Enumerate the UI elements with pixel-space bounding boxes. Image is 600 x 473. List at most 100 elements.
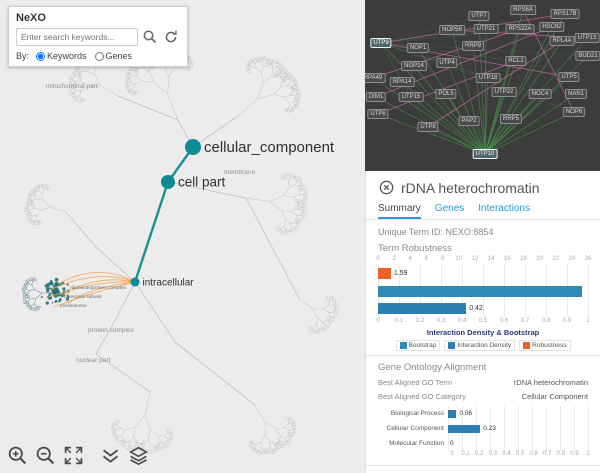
network-node-RRP5[interactable]: RRP5 <box>499 114 523 124</box>
robustness-axis-title: Interaction Density & Bootstrap <box>426 328 540 337</box>
search-by-radio-keywords[interactable] <box>36 51 46 61</box>
tab-interactions[interactable]: Interactions <box>478 203 530 214</box>
network-node-NOP14[interactable]: NOP14 <box>401 61 427 71</box>
bar-interaction-density <box>378 303 467 314</box>
network-node-UTP8[interactable]: UTP8 <box>417 122 439 132</box>
network-node-NOP56[interactable]: NOP56 <box>439 25 465 35</box>
search-input[interactable] <box>16 28 138 46</box>
go-bar-value: 0.23 <box>483 424 496 432</box>
network-node-NAN1[interactable]: NAN1 <box>564 89 588 99</box>
tree-node-intracellular[interactable] <box>130 277 140 287</box>
network-node-DIM1[interactable]: DIM1 <box>365 92 387 102</box>
network-node-NOP6[interactable]: NOP6 <box>562 107 586 117</box>
radio-label: Keywords <box>47 51 87 61</box>
network-node-UTP13[interactable]: UTP13 <box>574 33 600 43</box>
network-node-RPS17B[interactable]: RPS17B <box>550 9 580 19</box>
fit-screen-button[interactable] <box>62 444 85 467</box>
tree-branch-label: mitochondrial part <box>46 83 98 90</box>
app-title: NeXO <box>16 12 46 24</box>
bar-value-label: 1.59 <box>393 270 408 277</box>
tree-branch-label: nuclear part <box>76 357 111 364</box>
network-node-UTP4[interactable]: UTP4 <box>436 58 458 68</box>
network-node-RRP9[interactable]: RRP9 <box>461 41 485 51</box>
fit-screen-icon <box>64 446 83 465</box>
network-node-UTP7[interactable]: UTP7 <box>468 11 490 21</box>
network-node-RCL1[interactable]: RCL1 <box>505 56 527 66</box>
legend-swatch <box>523 342 531 349</box>
close-detail-button[interactable] <box>378 179 395 196</box>
search-by-keywords[interactable]: Keywords <box>36 51 87 61</box>
legend-interaction-density: Interaction Density <box>444 340 516 351</box>
network-node-RPA49[interactable]: RPA49 <box>365 73 386 83</box>
legend-bootstrap: Bootstrap <box>395 340 441 351</box>
go-bar-value: 0 <box>450 439 454 447</box>
network-node-UTP15[interactable]: UTP15 <box>398 92 424 102</box>
network-node-POL5[interactable]: POL5 <box>435 89 457 99</box>
detail-tabs: Summary Genes Interactions <box>378 203 588 219</box>
zoom-out-button[interactable] <box>34 444 57 467</box>
tab-genes[interactable]: Genes <box>434 203 465 214</box>
search-by-options: Keywords Genes <box>36 51 132 61</box>
legend-swatch <box>448 342 456 349</box>
network-node-RPS22A[interactable]: RPS22A <box>505 24 535 34</box>
network-node-BUD21[interactable]: BUD21 <box>575 51 600 61</box>
network-node-NOC4[interactable]: NOC4 <box>528 89 552 99</box>
network-node-UTP18[interactable]: UTP18 <box>475 73 501 83</box>
tree-node-cell-part[interactable] <box>161 175 175 189</box>
layers-icon <box>129 446 148 466</box>
tree-node-label: cell part <box>178 175 226 190</box>
tree-node-cellular_component[interactable] <box>185 139 201 155</box>
term-title: rDNA heterochromatin <box>401 179 540 196</box>
tree-branch-label: protein complex <box>88 327 135 334</box>
network-node-UTP10[interactable]: UTP10 <box>472 149 498 159</box>
network-node-UTP5[interactable]: UTP5 <box>558 72 580 82</box>
network-node-UTP6[interactable]: UTP6 <box>367 109 389 119</box>
layers-button[interactable] <box>127 444 150 467</box>
network-node-PAP2[interactable]: PAP2 <box>458 116 480 126</box>
tree-cluster-label: preribosome <box>60 303 87 309</box>
network-node-UTP9[interactable]: UTP9 <box>370 38 392 48</box>
go-alignment-heading: Gene Ontology Alignment <box>378 362 487 373</box>
tree-node-label: cellular_component <box>204 139 335 156</box>
map-controls <box>6 444 150 467</box>
tree-cluster-label: ribosomal subunit <box>64 294 102 300</box>
search-button[interactable] <box>141 28 159 46</box>
network-node-RPA14[interactable]: RPA14 <box>389 77 415 87</box>
search-by-radio-genes[interactable] <box>94 51 104 61</box>
legend-swatch <box>399 342 407 349</box>
term-robustness-heading: Term Robustness <box>378 243 452 254</box>
close-icon <box>379 180 394 195</box>
zoom-in-button[interactable] <box>6 444 29 467</box>
network-node-HSC82[interactable]: HSC82 <box>539 22 565 32</box>
double-chevron-icon <box>102 449 119 463</box>
tab-summary[interactable]: Summary <box>378 203 421 219</box>
network-node-RPL4A[interactable]: RPL4A <box>549 36 575 46</box>
go-bar-cellular-component <box>448 424 481 433</box>
network-node-RPS8A[interactable]: RPS8A <box>510 5 536 15</box>
network-node-UTP21[interactable]: UTP21 <box>473 24 499 34</box>
network-node-NOP1[interactable]: NOP1 <box>406 43 430 53</box>
tree-branch-label: membrane <box>224 169 255 176</box>
tree-node-label: intracellular <box>143 277 195 288</box>
refresh-icon <box>165 30 177 43</box>
reset-search-button[interactable] <box>162 28 180 46</box>
collapse-tree-button[interactable] <box>99 444 122 467</box>
network-node-UTP22[interactable]: UTP22 <box>491 87 517 97</box>
search-by-genes[interactable]: Genes <box>94 51 132 61</box>
bar-robustness <box>378 268 391 279</box>
